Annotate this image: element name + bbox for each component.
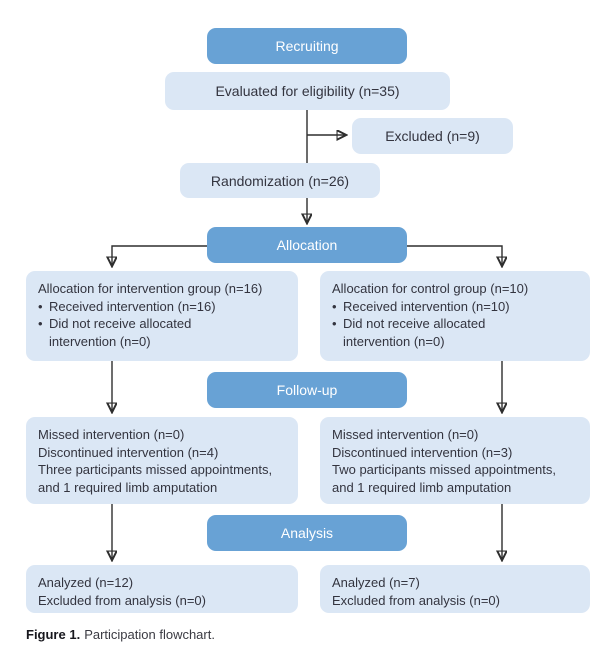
followup-line: and 1 required limb amputation	[38, 479, 218, 495]
allocation-control-bullet-2: • Did not receive allocated intervention…	[332, 315, 584, 350]
followup-header-box: Follow-up	[207, 372, 407, 408]
analysis-line: Analyzed (n=12)	[38, 575, 134, 590]
allocation-intervention-bullet-2: • Did not receive allocated intervention…	[38, 315, 292, 350]
allocation-intervention-title: Allocation for intervention group (n=16)	[38, 281, 263, 296]
recruiting-header-box: Recruiting	[207, 28, 407, 64]
excluded-label: Excluded (n=9)	[385, 128, 480, 144]
bullet-icon: •	[38, 298, 43, 314]
bullet-text: Did not receive allocated intervention (…	[49, 316, 192, 349]
figure-caption: Figure 1.Participation flowchart.	[26, 627, 215, 642]
followup-control-box: Missed intervention (n=0) Discontinued i…	[320, 417, 590, 504]
figure-caption-text: Participation flowchart.	[84, 627, 215, 642]
analysis-control-box: Analyzed (n=7) Excluded from analysis (n…	[320, 565, 590, 613]
analysis-line: Excluded from analysis (n=0)	[38, 592, 206, 608]
followup-line: Missed intervention (n=0)	[38, 427, 185, 442]
connector-allocation-to-left-arrow	[112, 245, 207, 265]
followup-line: and 1 required limb amputation	[332, 479, 512, 495]
analysis-line: Excluded from analysis (n=0)	[332, 592, 500, 608]
connector-allocation-to-right-arrow	[407, 245, 502, 265]
followup-header-label: Follow-up	[276, 382, 338, 398]
bullet-text: Received intervention (n=16)	[49, 298, 216, 314]
followup-line: Discontinued intervention (n=3)	[332, 444, 513, 460]
allocation-header-label: Allocation	[276, 237, 338, 253]
allocation-intervention-bullet-1: • Received intervention (n=16)	[38, 298, 292, 316]
randomization-box: Randomization (n=26)	[180, 163, 380, 198]
followup-line: Three participants missed appointments,	[38, 462, 273, 478]
allocation-control-box: Allocation for control group (n=10) • Re…	[320, 271, 590, 361]
evaluated-label: Evaluated for eligibility (n=35)	[215, 83, 400, 99]
analysis-header-box: Analysis	[207, 515, 407, 551]
analysis-header-label: Analysis	[280, 525, 334, 541]
followup-line: Missed intervention (n=0)	[332, 427, 479, 442]
followup-intervention-box: Missed intervention (n=0) Discontinued i…	[26, 417, 298, 504]
bullet-icon: •	[332, 316, 337, 332]
figure-caption-label: Figure 1.	[26, 627, 81, 642]
allocation-intervention-box: Allocation for intervention group (n=16)…	[26, 271, 298, 361]
bullet-icon: •	[332, 298, 337, 314]
bullet-text: Did not receive allocated intervention (…	[343, 316, 486, 349]
bullet-text: Received intervention (n=10)	[343, 298, 510, 314]
analysis-line: Analyzed (n=7)	[332, 575, 420, 590]
recruiting-header-label: Recruiting	[275, 38, 339, 54]
evaluated-box: Evaluated for eligibility (n=35)	[165, 72, 450, 110]
allocation-control-title: Allocation for control group (n=10)	[332, 281, 529, 296]
excluded-box: Excluded (n=9)	[352, 118, 513, 154]
randomization-label: Randomization (n=26)	[210, 172, 350, 189]
followup-line: Two participants missed appointments,	[332, 462, 556, 478]
followup-line: Discontinued intervention (n=4)	[38, 444, 219, 460]
allocation-control-bullet-1: • Received intervention (n=10)	[332, 298, 584, 316]
analysis-intervention-box: Analyzed (n=12) Excluded from analysis (…	[26, 565, 298, 613]
allocation-header-box: Allocation	[207, 227, 407, 263]
bullet-icon: •	[38, 316, 43, 332]
